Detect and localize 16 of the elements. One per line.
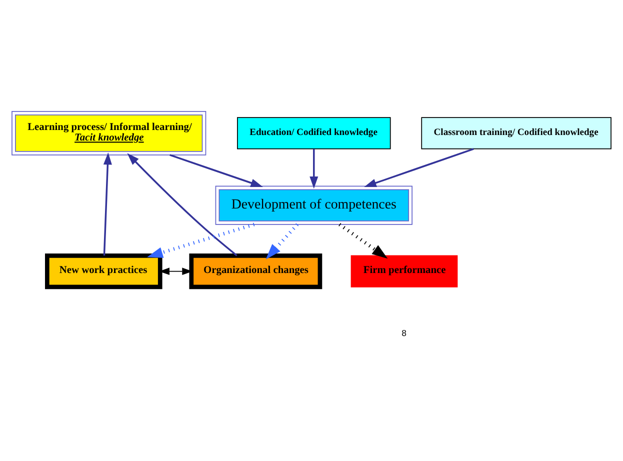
node-box: Development of competences [215,186,412,225]
node-box: Organizational changes [189,254,322,290]
node-box: Firm performance [350,255,458,288]
arrow [170,154,263,188]
arrow [364,148,474,187]
label: 8 [402,328,406,338]
arrow [266,223,299,260]
arrow [103,152,112,256]
arrow [147,222,255,258]
arrow [127,153,238,256]
node-box: Learning process/ Informal learning/ Tacit knowledge [12,111,206,156]
node-box: Education/ Codified knowledge [237,117,391,150]
arrow [338,223,388,259]
node-box: New work practices [45,254,162,290]
arrow [310,149,318,189]
node-box: Classroom training/ Codified knowledge [421,117,612,150]
